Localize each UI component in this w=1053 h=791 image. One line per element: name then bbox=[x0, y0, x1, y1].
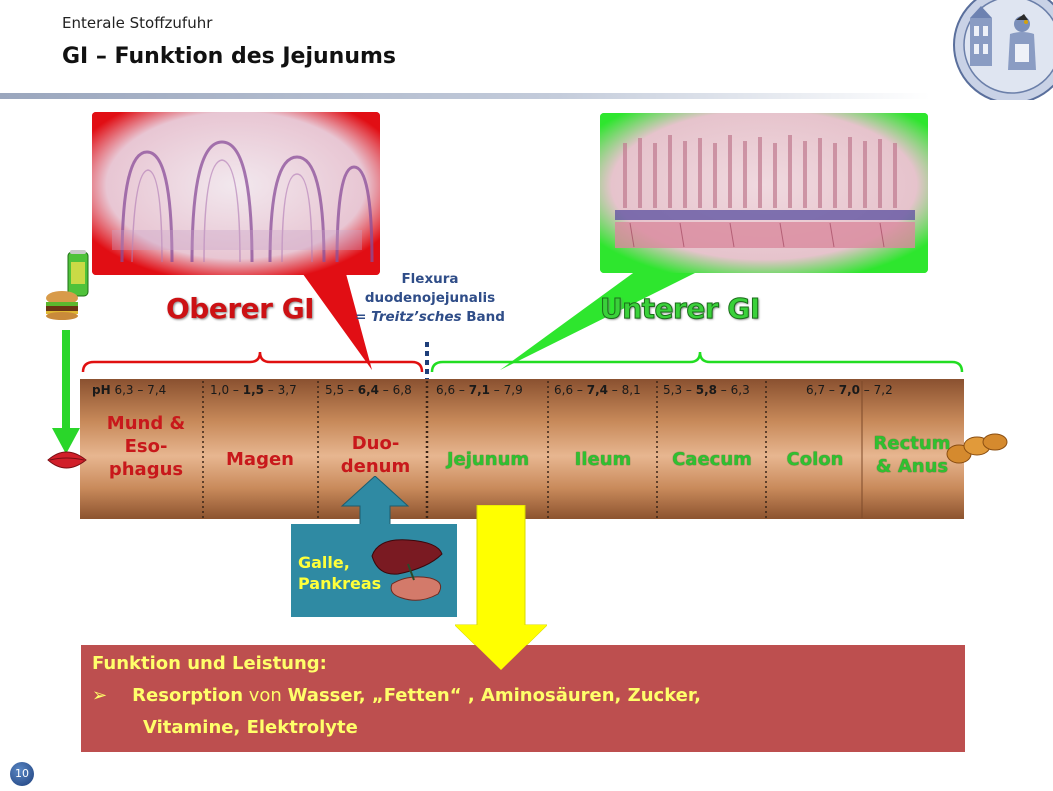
segment-ileum: Ileum bbox=[552, 448, 654, 471]
funktion-line2: Vitamine, Elektrolyte bbox=[143, 717, 358, 738]
soda-can-icon bbox=[68, 250, 88, 296]
ph-mund-range: 6,3 – 7,4 bbox=[114, 383, 166, 397]
ph-value-ileum: 6,6 – 7,4 – 8,1 bbox=[554, 383, 641, 397]
page-number: 10 bbox=[10, 762, 34, 786]
segment-duodenum: Duo-denum bbox=[328, 432, 423, 478]
bullet-icon: ➢ bbox=[92, 685, 107, 706]
segment-caecum: Caecum bbox=[660, 448, 764, 471]
ph-value-jejunum: 6,6 – 7,1 – 7,9 bbox=[436, 383, 523, 397]
segment-jejunum: Jejunum bbox=[432, 448, 544, 471]
galle-inflow-arrow bbox=[340, 476, 410, 526]
resorption-word: Resorption bbox=[132, 685, 243, 706]
feces-icon bbox=[945, 428, 1015, 468]
segment-magen: Magen bbox=[210, 448, 310, 471]
lips-icon bbox=[48, 452, 86, 468]
ph-value-duodenum: 5,5 – 6,4 – 6,8 bbox=[325, 383, 412, 397]
funktion-line1-rest: Wasser, „Fetten“ , Aminosäuren, Zucker, bbox=[288, 685, 701, 706]
food-intake-arrow bbox=[40, 248, 100, 488]
burger-icon bbox=[46, 291, 78, 320]
segment-colon: Colon bbox=[770, 448, 860, 471]
resorption-arrow-tip bbox=[455, 625, 547, 670]
funktion-title: Funktion und Leistung: bbox=[92, 653, 327, 674]
ph-value-magen: 1,0 – 1,5 – 3,7 bbox=[210, 383, 297, 397]
ph-value-colon: 6,7 – 7,0 – 7,2 bbox=[806, 383, 893, 397]
ph-value-mund: pH 6,3 – 7,4 bbox=[92, 383, 166, 397]
ph-value-caecum: 5,3 – 5,8 – 6,3 bbox=[663, 383, 750, 397]
segment-mund-esophagus: Mund &Eso-phagus bbox=[92, 412, 200, 481]
funktion-line1: ➢ Resorption von Wasser, „Fetten“ , Amin… bbox=[92, 685, 701, 706]
von-word: von bbox=[243, 685, 288, 706]
liver-pancreas-icon bbox=[368, 534, 452, 610]
